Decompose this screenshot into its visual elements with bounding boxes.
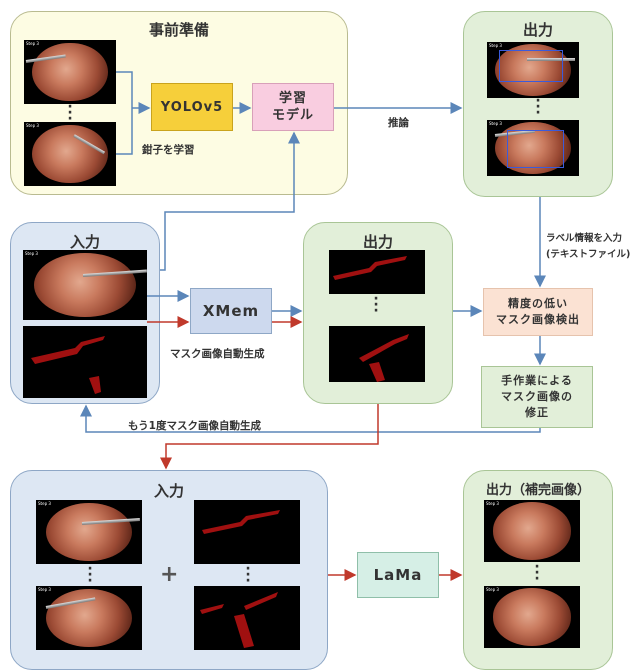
mask-shape [194, 586, 300, 650]
low-precision-node: 精度の低い マスク画像検出 [483, 288, 593, 336]
output-bottom-ellipsis: ··· [527, 564, 547, 582]
prep-frame-top: Step 3 [24, 40, 116, 104]
yolo-node: YOLOv5 [151, 83, 233, 131]
clamp-label: 鉗子を学習 [142, 142, 195, 157]
mask-shape [194, 500, 300, 564]
output-top-ellipsis: ··· [528, 98, 548, 116]
model-line2: モデル [272, 107, 314, 124]
xmem-node: XMem [190, 288, 272, 334]
output-bottom-frame-bottom: Step 3 [484, 586, 580, 648]
label-info-line2: (テキストファイル) [546, 246, 630, 260]
mask-shape [23, 326, 147, 398]
input-bottom-mask-bottom [194, 586, 300, 650]
input-mid-mask [23, 326, 147, 398]
inference-label: 推論 [388, 115, 409, 130]
output-top-frame-top: Step 3 [487, 42, 579, 98]
output-top-frame-bottom: Step 3 [487, 120, 579, 176]
input-bottom-frame-top: Step 3 [36, 500, 142, 564]
input-bottom-frame-bottom: Step 3 [36, 586, 142, 650]
output-mid-mask-bottom [329, 326, 425, 382]
regen-label: もう1度マスク画像自動生成 [128, 418, 261, 433]
plus-sign: + [160, 562, 178, 587]
mask-shape [329, 326, 425, 382]
output-bottom-frame-top: Step 3 [484, 500, 580, 562]
lama-node: LaMa [357, 552, 439, 598]
output-bottom-title: 出力（補完画像） [463, 479, 613, 498]
input-bottom-title: 入力 [10, 480, 328, 501]
manual-fix-node: 手作業による マスク画像の 修正 [481, 366, 593, 428]
manual-fix-line2: マスク画像の [501, 389, 573, 405]
prep-title: 事前準備 [10, 19, 348, 40]
input-bottom-left-ellipsis: ··· [80, 566, 100, 584]
output-mid-mask-top [329, 250, 425, 294]
input-mid-title: 入力 [10, 231, 160, 252]
model-node: 学習 モデル [252, 83, 334, 131]
mask-shape [329, 250, 425, 294]
label-info-line1: ラベル情報を入力 [546, 230, 622, 244]
model-line1: 学習 [279, 90, 307, 107]
low-precision-line2: マスク画像検出 [496, 312, 580, 328]
manual-fix-line1: 手作業による [501, 373, 573, 389]
auto-mask-label: マスク画像自動生成 [170, 346, 265, 361]
output-top-title: 出力 [463, 19, 613, 40]
prep-frame-bottom: Step 3 [24, 122, 116, 186]
prep-ellipsis: ··· [60, 104, 80, 122]
manual-fix-line3: 修正 [525, 405, 549, 421]
low-precision-line1: 精度の低い [508, 296, 568, 312]
input-bottom-mask-top [194, 500, 300, 564]
input-mid-frame: Step 3 [23, 250, 147, 320]
input-bottom-right-ellipsis: ··· [238, 566, 258, 584]
output-mid-ellipsis: ··· [366, 296, 386, 314]
output-mid-title: 出力 [303, 231, 453, 252]
